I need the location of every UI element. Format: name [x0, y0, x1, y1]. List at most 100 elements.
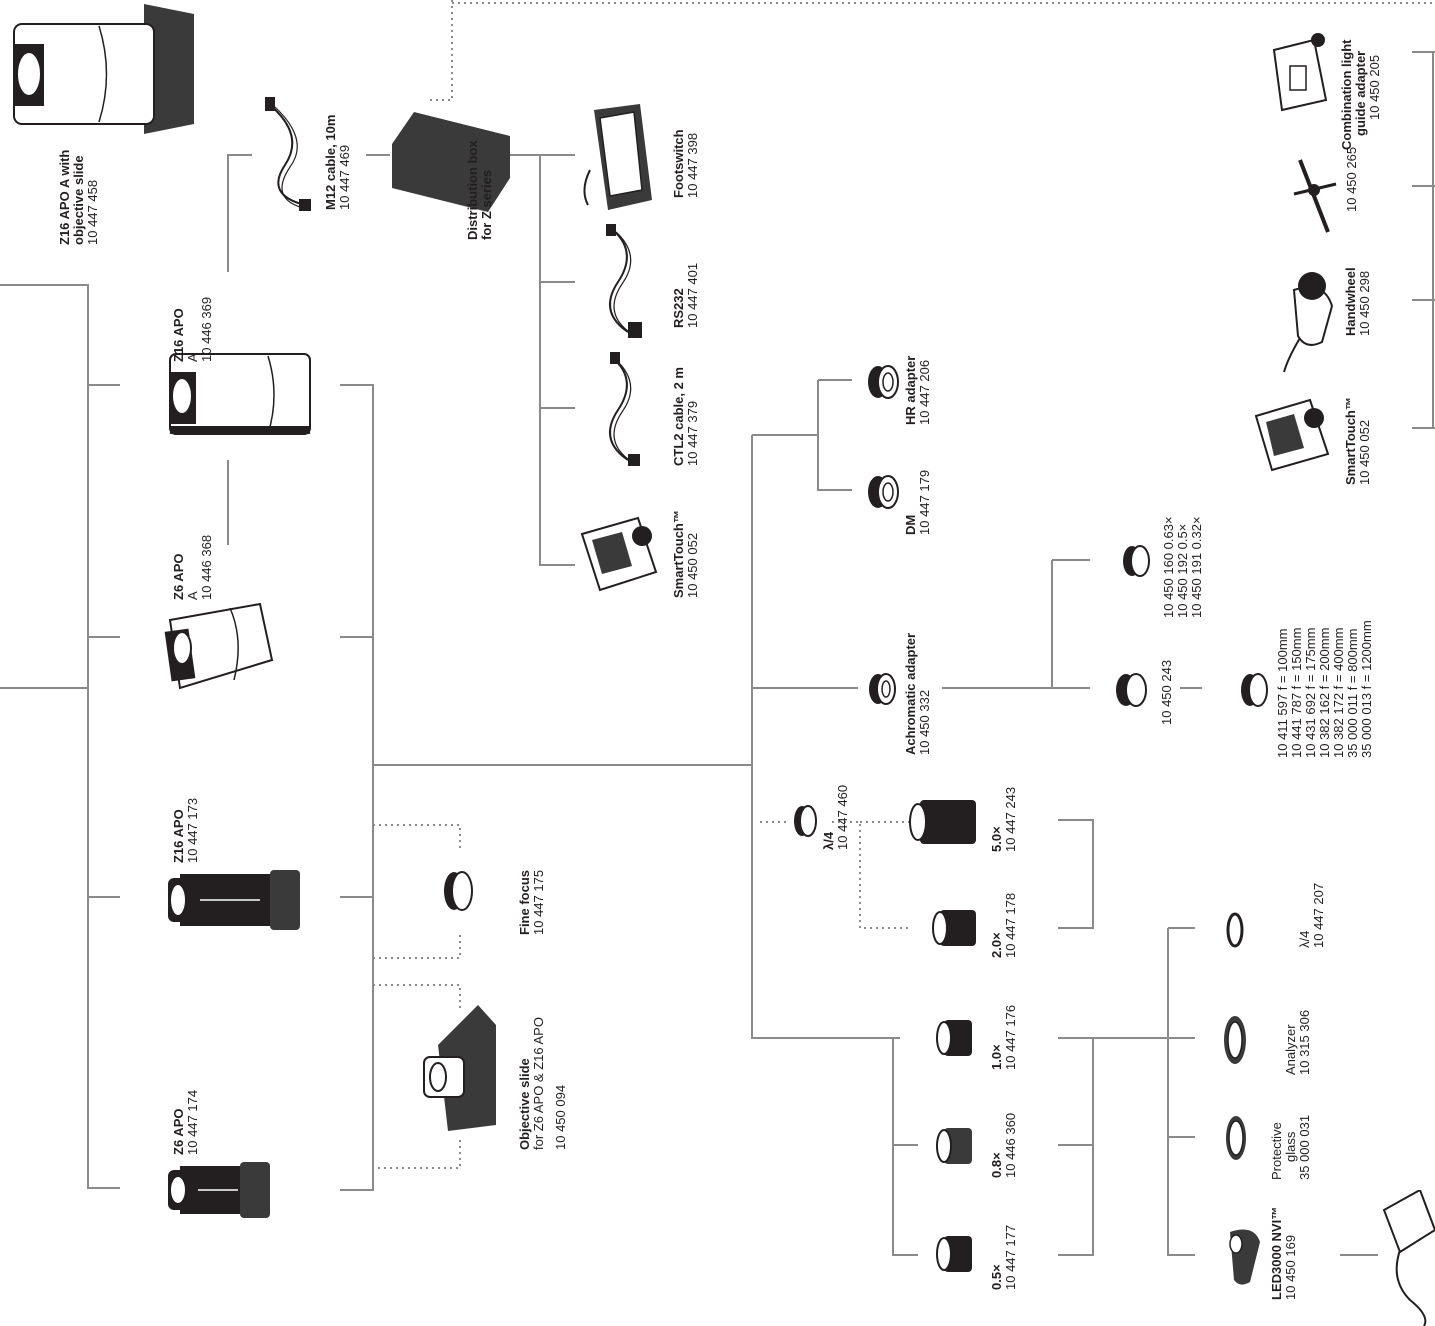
label-distribution-box-line2: for Z series: [479, 169, 494, 240]
label-obj-5x-name: 5.0×: [989, 826, 1004, 852]
rs232-cable-image: [606, 224, 642, 338]
label-achro-small: 10 450 160 0.63× 10 450 192 0.5× 10 450 …: [1161, 516, 1204, 618]
label-ctl2-cable-code: 10 447 379: [685, 400, 700, 466]
combination-adapter-image: [1272, 33, 1328, 112]
achromatic-adapter-image: [869, 673, 896, 705]
label-z16-apo-name: Z16 APO: [171, 809, 186, 863]
label-z16-apo-a-slide-line2: objective slide: [71, 155, 86, 245]
label-achromatic-adapter-code: 10 450 332: [917, 689, 932, 755]
label-achro-large: 10 450 243: [1159, 659, 1174, 725]
label-protective-glass: Protective glass 35 000 031: [1269, 1115, 1312, 1180]
label-z16-apo-a: Z16 APO A 10 446 369: [171, 296, 214, 362]
obj-05x-image: [936, 1236, 972, 1272]
focal-lens-image: [1241, 673, 1268, 707]
obj-2x-image: [932, 910, 976, 946]
label-achro-large-code: 10 450 243: [1159, 659, 1174, 725]
label-focal-row-2: 10 441 787 f = 150mm: [1289, 627, 1304, 758]
label-protective-glass-line2: glass: [1283, 1131, 1298, 1162]
power-supply-image: [1382, 1190, 1435, 1326]
label-led3000-code: 10 450 169: [1283, 1234, 1298, 1300]
label-z6-apo-a-name: Z6 APO: [171, 553, 186, 600]
label-focal-row-5: 10 382 172 f = 400mm: [1331, 627, 1346, 758]
label-distribution-box: Distribution box for Z series: [465, 140, 494, 240]
label-obj-1x-code: 10 447 176: [1003, 1004, 1018, 1070]
label-focal-row-3: 10 431 692 f = 175mm: [1303, 627, 1318, 758]
label-z16-apo-a-slide: Z16 APO A with objective slide 10 447 45…: [57, 149, 100, 245]
label-obj-05x: 0.5× 10 447 177: [989, 1224, 1018, 1290]
label-z6-apo-a-code: 10 446 368: [199, 534, 214, 600]
label-achro-small-row-2: 10 450 192 0.5×: [1175, 523, 1190, 618]
label-lambda4-upper-name: λ/4: [821, 831, 836, 850]
z6-apo-image: [168, 1162, 270, 1218]
fine-focus-image: [444, 871, 473, 911]
label-analyzer-code: 10 315 306: [1297, 1009, 1312, 1075]
label-smarttouch-1-name: SmartTouch™: [671, 510, 686, 598]
label-lambda4-lower-name: λ/4: [1297, 930, 1312, 948]
label-led3000: LED3000 NVI™ 10 450 169: [1269, 1207, 1298, 1300]
dm-adapter-image: [868, 475, 899, 509]
lambda4-lower-image: [1226, 912, 1244, 948]
obj-1x-image: [936, 1020, 972, 1056]
achro-large-lens-image: [1116, 673, 1147, 707]
label-smarttouch-2-code: 10 450 052: [1357, 419, 1372, 485]
label-ctl2-cable-name: CTL2 cable, 2 m: [671, 367, 686, 466]
label-z6-apo-a: Z6 APO A 10 446 368: [171, 534, 214, 600]
label-obj-08x-name: 0.8×: [989, 1152, 1004, 1178]
label-obj-2x-name: 2.0×: [989, 932, 1004, 958]
label-z6-apo: Z6 APO 10 447 174: [171, 1089, 200, 1155]
obj-5x-image: [909, 800, 976, 844]
label-z16-apo-a-slide-line1: Z16 APO A with: [57, 149, 72, 245]
label-lambda4-lower-code: 10 447 207: [1311, 882, 1326, 948]
label-achromatic-adapter-name: Achromatic adapter: [903, 632, 918, 755]
label-handwheel-code: 10 450 298: [1357, 270, 1372, 336]
label-combination-adapter-line1: Combination light: [1339, 39, 1354, 150]
label-footswitch: Footswitch 10 447 398: [671, 129, 700, 198]
label-smarttouch-2: SmartTouch™ 10 450 052: [1343, 397, 1372, 485]
z6-apo-a-image: [164, 602, 274, 690]
label-focal-lenses: 10 411 597 f = 100mm 10 441 787 f = 150m…: [1275, 620, 1374, 759]
ctl2-cable-image: [609, 352, 640, 466]
objective-slide-image: [423, 1005, 496, 1131]
label-z16-apo-a-name: Z16 APO: [171, 308, 186, 362]
label-z16-apo-a-code: 10 446 369: [199, 296, 214, 362]
smarttouch-2-image: [1254, 398, 1330, 472]
distribution-box-image: [392, 112, 510, 212]
label-dm-code: 10 447 179: [917, 469, 932, 535]
z16-apo-a-slide-image: [13, 4, 194, 134]
label-analyzer: Analyzer 10 315 306: [1283, 1009, 1312, 1075]
label-obj-08x: 0.8× 10 446 360: [989, 1113, 1018, 1178]
label-rs232-code: 10 447 401: [685, 262, 700, 328]
smarttouch-1-image: [580, 516, 658, 592]
label-combination-adapter: Combination light guide adapter 10 450 2…: [1339, 39, 1382, 150]
label-achro-small-row-1: 10 450 160 0.63×: [1161, 516, 1176, 618]
label-rs232: RS232 10 447 401: [671, 262, 700, 328]
label-hr-adapter-code: 10 447 206: [917, 359, 932, 425]
protective-glass-image: [1226, 1116, 1246, 1160]
label-obj-05x-code: 10 447 177: [1003, 1224, 1018, 1290]
footswitch-image: [583, 104, 652, 210]
label-obj-5x: 5.0× 10 447 243: [989, 787, 1018, 852]
label-footswitch-code: 10 447 398: [685, 132, 700, 198]
label-ctl2-cable: CTL2 cable, 2 m 10 447 379: [671, 367, 700, 466]
label-fine-focus-code: 10 447 175: [531, 869, 546, 935]
label-objective-slide-sub: for Z6 APO & Z16 APO: [531, 1017, 546, 1150]
label-dm: DM 10 447 179: [903, 469, 932, 535]
label-rs232-name: RS232: [671, 288, 686, 328]
label-focal-row-1: 10 411 597 f = 100mm: [1275, 628, 1290, 759]
label-m12-cable-name: M12 cable, 10m: [323, 114, 338, 210]
label-smarttouch-1-code: 10 450 052: [685, 532, 700, 598]
label-smarttouch-1: SmartTouch™ 10 450 052: [671, 510, 700, 598]
label-achro-small-row-3: 10 450 191 0.32×: [1189, 516, 1204, 618]
label-part-10450265: 10 450 265: [1344, 147, 1359, 212]
label-combination-adapter-line2: guide adapter: [1353, 50, 1368, 136]
label-z6-apo-code: 10 447 174: [185, 1089, 200, 1155]
hr-adapter-image: [868, 365, 899, 399]
label-focal-row-7: 35 000 013 f = 1200mm: [1359, 620, 1374, 758]
label-distribution-box-line1: Distribution box: [465, 140, 480, 240]
label-fine-focus: Fine focus 10 447 175: [517, 869, 546, 935]
label-handwheel: Handwheel 10 450 298: [1343, 267, 1372, 336]
handwheel-image: [1283, 272, 1334, 373]
label-lambda4-lower: λ/4 10 447 207: [1297, 882, 1326, 948]
label-focal-row-4: 10 382 162 f = 200mm: [1317, 627, 1332, 758]
